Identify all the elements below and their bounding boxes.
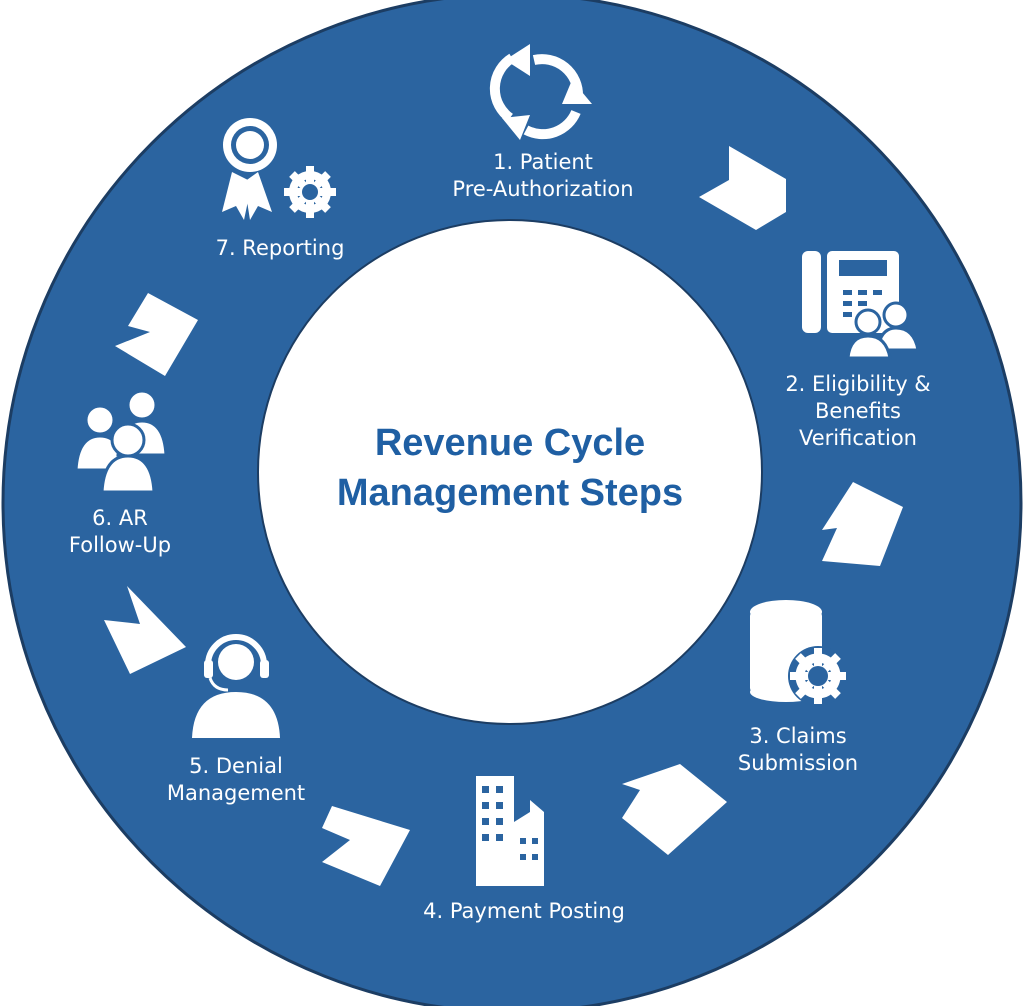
inner-circle <box>257 219 763 725</box>
step-3-label: 3. Claims Submission <box>738 723 858 777</box>
step-6-line-1: 6. AR <box>92 506 148 530</box>
step-5-line-2: Management <box>166 781 306 805</box>
step-7-line-1: 7. Reporting <box>215 236 345 260</box>
step-4-label: 4. Payment Posting <box>423 898 625 925</box>
step-2-label: 2. Eligibility & Benefits Verification <box>785 371 930 452</box>
step-6-label: 6. AR Follow-Up <box>69 505 171 559</box>
flow-arrows <box>104 146 903 886</box>
arrow-4-to-5 <box>322 806 410 886</box>
title-line-1: Revenue Cycle <box>374 422 646 464</box>
step-2-line-1: 2. Eligibility & <box>785 372 931 396</box>
step-7-label: 7. Reporting <box>216 235 345 262</box>
arrow-3-to-4 <box>622 764 727 855</box>
step-2-line-2: Benefits <box>815 399 901 423</box>
arrow-1-to-2 <box>699 146 786 230</box>
database-gear-icon <box>750 600 848 706</box>
diagram-title: Revenue Cycle Management Steps <box>337 418 683 518</box>
step-4-line-1: 4. Payment Posting <box>423 899 625 923</box>
step-5-label: 5. Denial Management <box>167 753 305 807</box>
step-1-label: 1. Patient Pre-Authorization <box>452 149 633 203</box>
users-group-icon <box>74 389 168 494</box>
refresh-cycle-icon <box>489 44 592 140</box>
step-3-line-2: Submission <box>737 751 859 775</box>
arrow-2-to-3 <box>822 482 903 566</box>
award-gear-icon <box>222 118 336 220</box>
headset-agent-icon <box>192 634 280 738</box>
building-icon <box>476 776 544 886</box>
step-2-line-3: Verification <box>798 426 917 450</box>
phone-users-icon <box>802 251 920 360</box>
step-6-line-2: Follow-Up <box>68 533 172 557</box>
arrow-5-to-6 <box>104 586 186 674</box>
step-1-line-2: Pre-Authorization <box>452 177 634 201</box>
title-line-2: Management Steps <box>336 472 684 514</box>
step-3-line-1: 3. Claims <box>749 724 847 748</box>
arrow-6-to-7 <box>115 293 198 376</box>
step-5-line-1: 5. Denial <box>189 754 283 778</box>
step-1-line-1: 1. Patient <box>493 150 593 174</box>
